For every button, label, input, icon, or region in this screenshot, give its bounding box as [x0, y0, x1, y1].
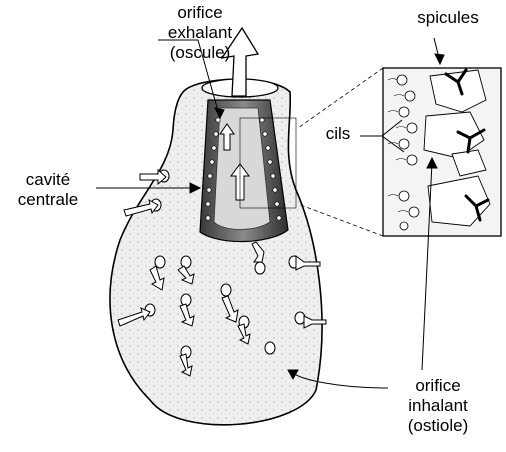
label-orifice-exhalant-line2: exhalant: [140, 23, 260, 43]
label-orifice-exhalant: orifice exhalant (oscule): [140, 3, 260, 63]
label-orifice-exhalant-line1: orifice: [140, 3, 260, 23]
label-cavite-line1: cavité: [2, 170, 94, 190]
label-spicules: spicules: [398, 8, 498, 28]
label-cils: cils: [318, 124, 358, 144]
label-cavite-line2: centrale: [2, 190, 94, 210]
label-orifice-inhalant: orifice inhalant (ostiole): [382, 376, 494, 436]
label-cavite-centrale: cavité centrale: [2, 170, 94, 210]
label-orifice-exhalant-line3: (oscule): [140, 43, 260, 63]
label-cils-text: cils: [318, 124, 358, 144]
label-orifice-inhalant-line3: (ostiole): [382, 416, 494, 436]
label-orifice-inhalant-line1: orifice: [382, 376, 494, 396]
label-orifice-inhalant-line2: inhalant: [382, 396, 494, 416]
label-spicules-text: spicules: [398, 8, 498, 28]
